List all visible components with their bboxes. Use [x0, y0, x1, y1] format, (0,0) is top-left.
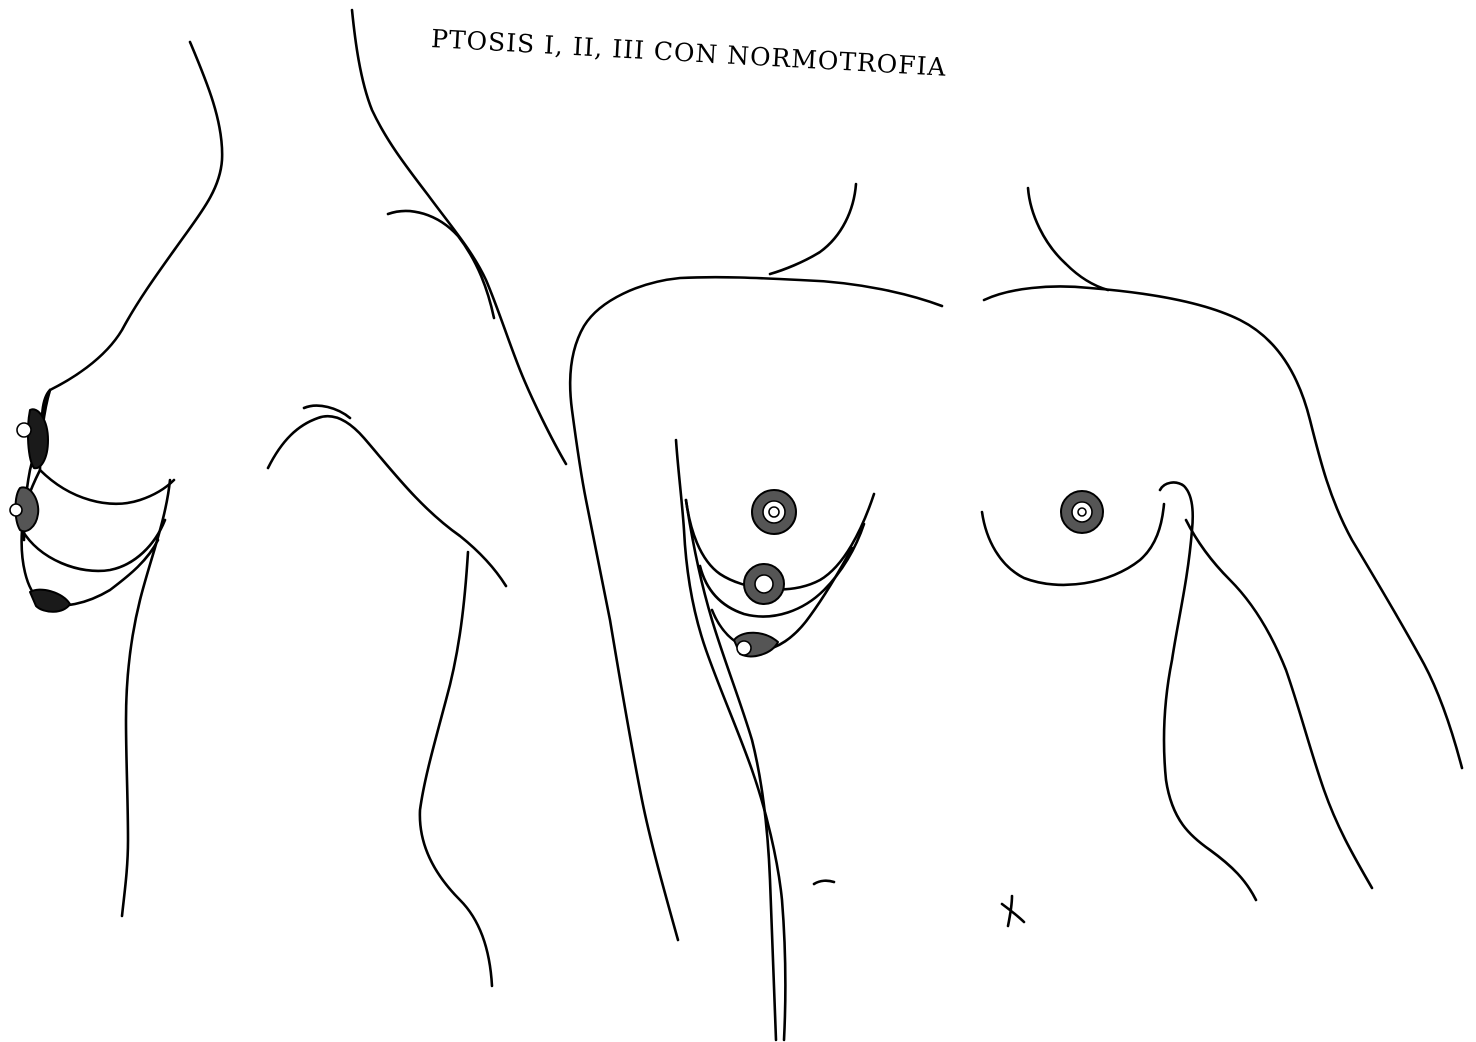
front-navel-mark	[1002, 896, 1024, 926]
front-view-torso	[570, 184, 1462, 1040]
front-nipple-right-inner	[1072, 502, 1092, 522]
front-shoulder-right-line	[984, 287, 1462, 769]
side-front-abdomen-line	[122, 480, 170, 916]
front-torso-right-side	[1160, 483, 1256, 900]
side-back-lower-line	[420, 552, 492, 986]
front-shoulder-left-line	[570, 277, 942, 940]
front-nipple-left-1-inner	[763, 501, 785, 523]
front-torso-left-waist	[814, 881, 834, 884]
side-nipple-2-tip	[10, 504, 22, 516]
front-nipple-left-2-inner	[755, 575, 773, 593]
side-breast-ptosis-2	[22, 470, 165, 571]
front-nipple-left-3-tip	[737, 641, 751, 655]
front-neck-right-line	[1028, 188, 1108, 290]
side-neck-front-line	[42, 42, 222, 440]
front-breast-left-ptosis-3	[712, 548, 852, 650]
side-breast-ptosis-1	[40, 390, 174, 504]
side-nipple-1-tip	[17, 423, 31, 437]
side-view-torso	[10, 10, 566, 986]
side-nipple-3	[30, 590, 70, 612]
front-arm-right-inner	[1186, 520, 1372, 888]
front-neck-left-line	[770, 184, 856, 274]
side-arm-outer-line	[268, 416, 506, 586]
